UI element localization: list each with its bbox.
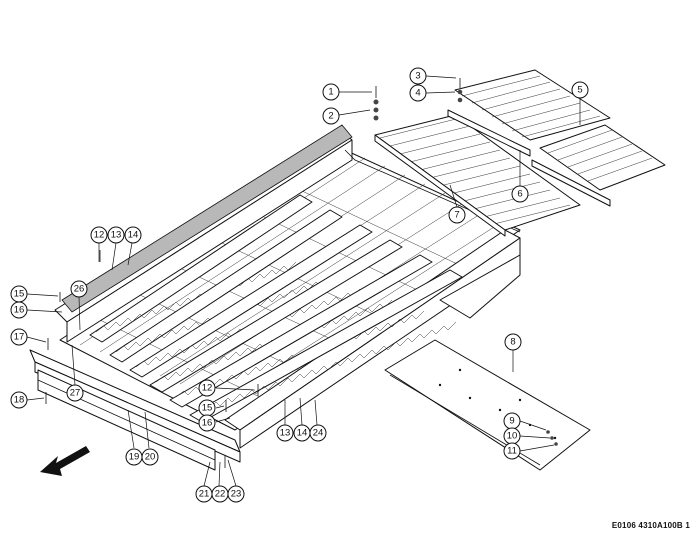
svg-text:9: 9 xyxy=(509,416,514,427)
callout-13-lower: 13 xyxy=(276,424,294,442)
callout-16-left: 16 xyxy=(10,301,28,319)
callout-7: 7 xyxy=(448,206,466,224)
callout-14-lower: 14 xyxy=(293,424,311,442)
drawing-reference-code: E0106 4310A100B 1 xyxy=(611,521,690,530)
callout-15-left: 15 xyxy=(10,285,28,303)
svg-text:21: 21 xyxy=(199,489,210,500)
hardware-fasteners xyxy=(45,78,558,468)
svg-text:17: 17 xyxy=(14,332,25,343)
svg-text:20: 20 xyxy=(145,452,156,463)
rack-bars xyxy=(89,194,463,423)
svg-text:8: 8 xyxy=(510,337,515,348)
svg-text:13: 13 xyxy=(280,428,291,439)
svg-text:19: 19 xyxy=(129,452,140,463)
callout-27: 27 xyxy=(66,384,84,402)
main-frame xyxy=(29,124,521,471)
callout-19: 19 xyxy=(125,448,143,466)
callout-16-lower: 16 xyxy=(198,414,216,432)
travel-direction-arrow-icon xyxy=(40,446,90,476)
svg-text:3: 3 xyxy=(415,71,420,82)
finger-sieve-5 xyxy=(531,124,666,207)
finger-sieve-7 xyxy=(374,114,581,237)
callout-24: 24 xyxy=(309,424,327,442)
callout-12-lower: 12 xyxy=(198,379,216,397)
svg-text:18: 18 xyxy=(14,395,25,406)
svg-text:14: 14 xyxy=(128,230,139,241)
svg-text:6: 6 xyxy=(517,189,522,200)
svg-text:15: 15 xyxy=(202,403,213,414)
svg-text:16: 16 xyxy=(14,305,25,316)
svg-text:24: 24 xyxy=(313,428,324,439)
svg-text:23: 23 xyxy=(231,489,242,500)
svg-text:5: 5 xyxy=(577,85,582,96)
callout-12-upper: 12 xyxy=(90,226,108,244)
svg-text:12: 12 xyxy=(94,230,105,241)
side-panel-8 xyxy=(384,339,591,471)
callout-21: 21 xyxy=(195,485,213,503)
callout-18: 18 xyxy=(10,391,28,409)
callout-14-upper: 14 xyxy=(124,226,142,244)
callout-4: 4 xyxy=(409,84,427,102)
callout-3: 3 xyxy=(409,67,427,85)
finger-sieve-upper xyxy=(447,69,611,157)
svg-text:4: 4 xyxy=(415,88,420,99)
callout-15-lower: 15 xyxy=(198,399,216,417)
callout-26: 26 xyxy=(70,280,88,298)
leader-lines xyxy=(26,75,581,487)
callout-2: 2 xyxy=(322,107,340,125)
callout-5: 5 xyxy=(571,81,589,99)
callout-8: 8 xyxy=(504,333,522,351)
callout-13-upper: 13 xyxy=(107,226,125,244)
callouts: 1 2 3 4 5 6 7 8 9 10 11 12 13 14 15 16 1… xyxy=(10,67,589,503)
svg-text:13: 13 xyxy=(111,230,122,241)
svg-text:27: 27 xyxy=(70,388,81,399)
callout-20: 20 xyxy=(141,448,159,466)
callout-1: 1 xyxy=(322,83,340,101)
svg-text:14: 14 xyxy=(297,428,308,439)
svg-text:15: 15 xyxy=(14,289,25,300)
callout-11: 11 xyxy=(503,442,521,460)
svg-text:1: 1 xyxy=(328,87,333,98)
callout-9: 9 xyxy=(503,412,521,430)
svg-text:26: 26 xyxy=(74,284,85,295)
callout-6: 6 xyxy=(511,185,529,203)
svg-text:2: 2 xyxy=(328,111,333,122)
svg-text:12: 12 xyxy=(202,383,213,394)
svg-text:7: 7 xyxy=(454,210,459,221)
svg-text:22: 22 xyxy=(215,489,226,500)
callout-10: 10 xyxy=(503,427,521,445)
svg-text:10: 10 xyxy=(507,431,518,442)
callout-17: 17 xyxy=(10,328,28,346)
svg-text:11: 11 xyxy=(507,446,517,457)
callout-22: 22 xyxy=(211,485,229,503)
svg-text:16: 16 xyxy=(202,418,213,429)
callout-23: 23 xyxy=(227,485,245,503)
